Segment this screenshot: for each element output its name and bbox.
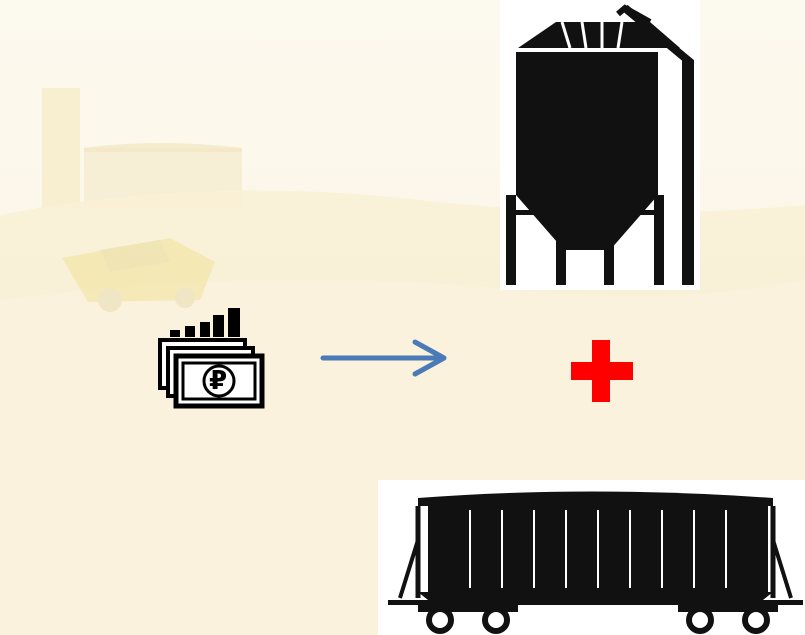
grain-silo-icon [500,0,700,290]
background-harvester [62,238,215,312]
railcar-node [378,480,805,635]
background-silo [42,88,80,208]
silo-node [500,0,700,290]
money-growth-icon [158,308,265,409]
right-arrow-icon [320,339,447,377]
hopper-railcar-icon [378,480,805,635]
money-node: ₽ [150,300,275,415]
plus-icon [571,340,633,402]
ruble-sign: ₽ [209,366,228,396]
